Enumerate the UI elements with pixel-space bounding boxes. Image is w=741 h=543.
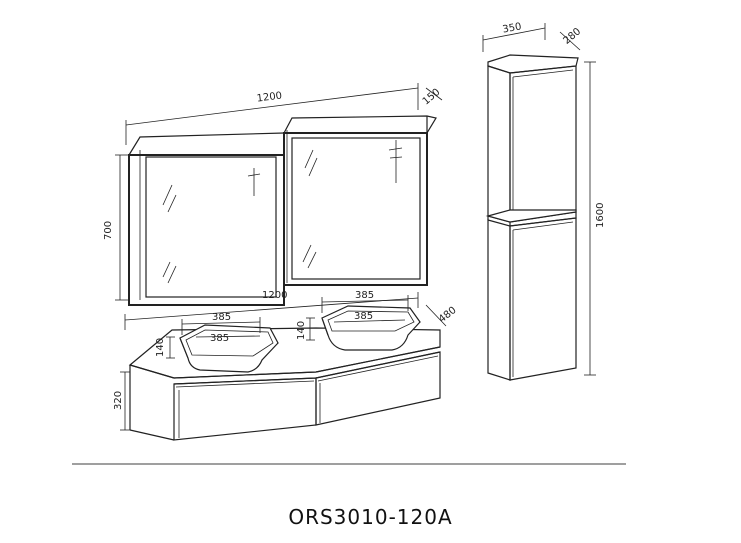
dim-vanity-width: 1200 xyxy=(262,290,287,301)
model-number: ORS3010-120A xyxy=(288,505,453,529)
tall-cabinet xyxy=(485,54,579,381)
dim-basin-left-width: 385 xyxy=(212,312,231,323)
vanity-dimensions xyxy=(120,292,447,431)
cabinet-dimensions xyxy=(482,23,596,376)
dim-vanity-height: 320 xyxy=(113,391,124,410)
dim-basin-right-depth: 385 xyxy=(354,311,373,322)
dim-cabinet-height: 1600 xyxy=(595,203,606,228)
dim-vanity-depth: 480 xyxy=(437,305,459,325)
dim-basin-right-height: 140 xyxy=(296,321,307,340)
dim-mirror-height: 700 xyxy=(103,221,114,240)
dim-cabinet-width: 350 xyxy=(502,21,523,35)
dim-cabinet-depth: 280 xyxy=(561,26,583,47)
basin-right xyxy=(321,305,421,351)
dim-mirror-width: 1200 xyxy=(256,91,283,105)
basin-left xyxy=(179,324,279,373)
dim-basin-right-width: 385 xyxy=(355,290,374,301)
dim-basin-left-depth: 385 xyxy=(210,333,229,344)
dim-mirror-depth: 150 xyxy=(421,87,443,108)
dim-basin-left-height: 140 xyxy=(155,338,166,357)
mirror-cabinet xyxy=(128,115,437,306)
mirror-dimensions xyxy=(115,83,443,301)
